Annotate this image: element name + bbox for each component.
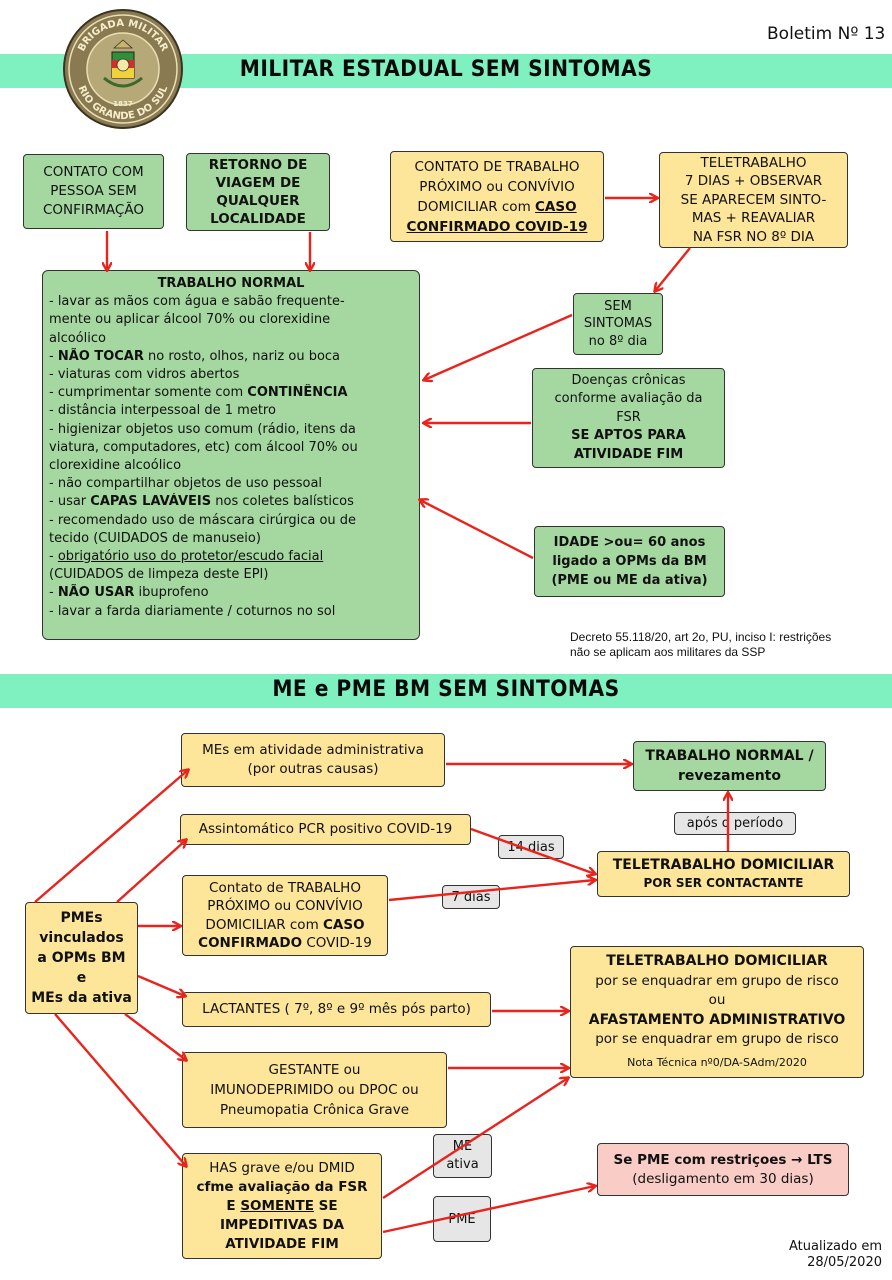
arrow-contato-to-teletrab-dom bbox=[388, 880, 595, 902]
updated-date: Atualizado em 28/05/2020 bbox=[789, 1239, 882, 1270]
grupo-risco-box: TELETRABALHO DOMICILIAR por se enquadrar… bbox=[570, 946, 864, 1078]
arrow-pmes-to-lactantes bbox=[137, 974, 185, 996]
sem-sintomas-8-dia-box: SEM SINTOMAS no 8º dia bbox=[573, 293, 663, 355]
14-dias-label: 14 dias bbox=[498, 835, 564, 859]
brigada-militar-seal-icon: BRIGADA MILITAR RIO GRANDE DO SUL 1837 bbox=[63, 9, 183, 129]
bottom-section-title: ME e PME BM SEM SINTOMAS bbox=[272, 677, 620, 702]
contato-trabalho-box: Contato de TRABALHO PRÓXIMO ou CONVÍVIO … bbox=[182, 875, 388, 956]
me-ativa-label: ME ativa bbox=[433, 1134, 492, 1178]
contato-trabalho-proximo-box: CONTATO DE TRABALHO PRÓXIMO ou CONVÍVIO … bbox=[390, 151, 604, 242]
idade-60-anos-box: IDADE >ou= 60 anos ligado a OPMs da BM (… bbox=[534, 526, 725, 597]
7-dias-label: 7 dias bbox=[442, 885, 500, 909]
assintomatico-pcr-box: Assintomático PCR positivo COVID-19 bbox=[180, 814, 471, 845]
arrow-pmes-to-gestante bbox=[124, 1013, 186, 1060]
arrow-has-to-grupo-risco bbox=[382, 1078, 568, 1200]
arrow-pmes-to-pcr bbox=[116, 840, 186, 903]
trabalho-normal-revezamento-box: TRABALHO NORMAL / revezamento bbox=[633, 741, 826, 791]
arrow-sem-sintomas-to-trabalho bbox=[424, 313, 573, 380]
teletrabalho-7-dias-box: TELETRABALHO 7 DIAS + OBSERVAR SE APAREC… bbox=[659, 152, 848, 248]
seal-year: 1837 bbox=[113, 100, 133, 108]
teletrabalho-domiciliar-contactante-box: TELETRABALHO DOMICILIAR POR SER CONTACTA… bbox=[597, 851, 850, 897]
contato-sem-confirmacao-box: CONTATO COM PESSOA SEM CONFIRMAÇÃO bbox=[23, 154, 164, 229]
pmes-vinculados-box: PMEs vinculados a OPMs BM e MEs da ativa bbox=[25, 902, 138, 1014]
arrow-idade-to-trabalho bbox=[420, 500, 534, 560]
arrow-pmes-to-admin bbox=[34, 770, 188, 903]
trabalho-normal-title: TRABALHO NORMAL bbox=[157, 276, 305, 291]
has-grave-box: HAS grave e/ou DMID cfme avaliação da FS… bbox=[182, 1153, 382, 1259]
decreto-note: Decreto 55.118/20, art 2o, PU, inciso I:… bbox=[570, 630, 832, 659]
arrow-pcr-to-teletrab-dom bbox=[470, 827, 595, 874]
arrow-pmes-to-has bbox=[54, 1013, 186, 1166]
retorno-viagem-box: RETORNO DE VIAGEM DE QUALQUER LOCALIDADE bbox=[186, 153, 330, 231]
bulletin-number: Boletim Nº 13 bbox=[767, 24, 886, 44]
mes-atividade-administrativa-box: MEs em atividade administrativa (por out… bbox=[181, 733, 445, 787]
arrow-has-to-lts bbox=[382, 1186, 595, 1234]
trabalho-normal-list: TRABALHO NORMAL - lavar as mãos com água… bbox=[42, 270, 420, 640]
top-section-title: MILITAR ESTADUAL SEM SINTOMAS bbox=[239, 57, 653, 82]
apos-periodo-label: após o período bbox=[674, 812, 796, 835]
gestante-imunodeprimido-box: GESTANTE ou IMUNODEPRIMIDO ou DPOC ou Pn… bbox=[182, 1052, 447, 1128]
lactantes-box: LACTANTES ( 7º, 8º e 9º mês pós parto) bbox=[182, 992, 491, 1027]
pme-restricoes-lts-box: Se PME com restriçoes → LTS (desligament… bbox=[597, 1143, 849, 1196]
doencas-cronicas-box: Doenças crônicas conforme avaliação da F… bbox=[532, 368, 725, 468]
bottom-title-band bbox=[0, 674, 892, 708]
arrow-teletrabalho-to-sem-sintomas bbox=[655, 247, 691, 291]
